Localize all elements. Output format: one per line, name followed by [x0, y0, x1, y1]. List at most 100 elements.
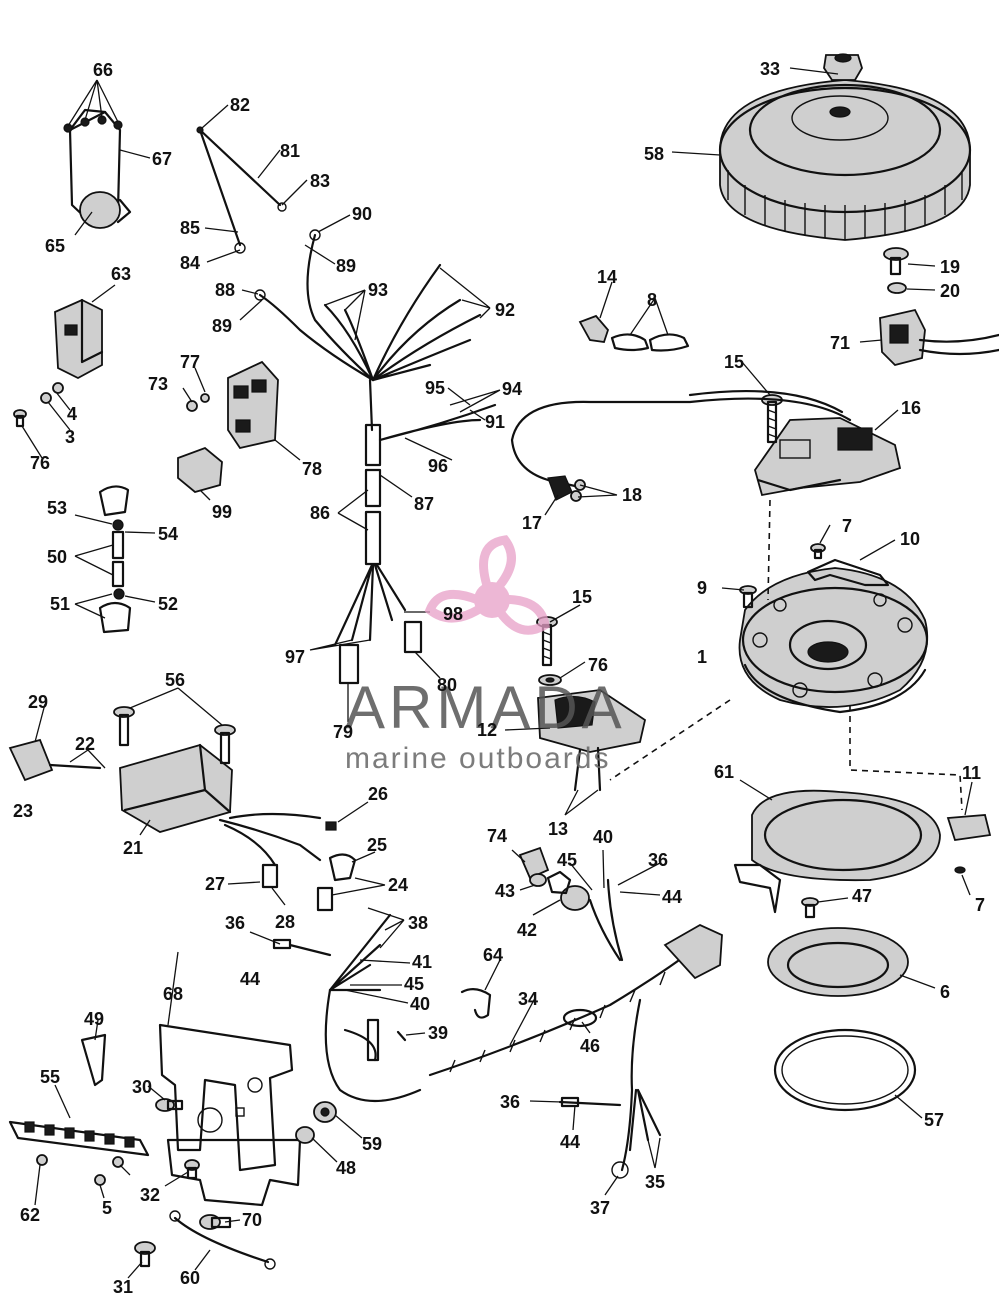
label-20: 20	[940, 281, 960, 301]
label-66: 66	[93, 60, 113, 80]
wiring-harness	[254, 229, 497, 685]
label-65: 65	[45, 236, 65, 256]
label-43: 43	[495, 881, 515, 901]
grommet-42	[546, 870, 590, 911]
connector-17	[547, 475, 586, 502]
bracket-49	[80, 1033, 107, 1087]
label-58: 58	[644, 144, 664, 164]
boot-51	[98, 601, 132, 634]
washer-75	[112, 1156, 124, 1168]
label-11: 11	[962, 763, 981, 783]
screw-56a	[113, 706, 135, 747]
label-46: 46	[580, 1036, 600, 1056]
label-71: 71	[830, 333, 850, 353]
label-87: 87	[414, 494, 434, 514]
label-59: 59	[362, 1134, 382, 1154]
label-78: 78	[302, 459, 322, 479]
terminal-block	[227, 360, 279, 450]
label-61: 61	[714, 762, 734, 782]
screw-31	[134, 1241, 156, 1268]
ignition-coil	[119, 743, 233, 833]
flywheel	[718, 79, 972, 241]
label-36-right: 36	[648, 850, 668, 870]
label-62: 62	[20, 1205, 40, 1225]
retainer-10	[806, 558, 890, 587]
label-7-top: 7	[842, 516, 852, 536]
label-28: 28	[275, 912, 295, 932]
label-47: 47	[852, 886, 872, 906]
label-80: 80	[437, 675, 457, 695]
screw-70	[199, 1214, 232, 1230]
spring-54	[112, 519, 124, 531]
nut-77	[200, 393, 210, 403]
label-94: 94	[502, 379, 522, 399]
screw-47	[801, 897, 819, 919]
sleeve-8	[610, 333, 690, 352]
label-70: 70	[242, 1210, 262, 1230]
label-19: 19	[940, 257, 960, 277]
screw-30	[155, 1098, 184, 1112]
spring-52	[113, 588, 125, 600]
label-32: 32	[140, 1185, 160, 1205]
solenoid	[63, 108, 132, 229]
label-88: 88	[215, 280, 235, 300]
label-4: 4	[67, 404, 77, 424]
label-15-top: 15	[724, 352, 744, 372]
label-48: 48	[336, 1158, 356, 1178]
part-labels: 66 67 65 82 81 83 85 84 90 89 88 89 93 9…	[13, 59, 985, 1297]
label-16: 16	[901, 398, 921, 418]
label-84: 84	[180, 253, 200, 273]
label-37: 37	[590, 1198, 610, 1218]
timer-base	[738, 567, 929, 714]
label-8: 8	[647, 290, 657, 310]
grommet-59	[313, 1101, 337, 1123]
spacer-50b	[111, 560, 125, 588]
sensor-71	[879, 308, 999, 367]
label-44-left: 44	[240, 969, 260, 989]
label-55: 55	[40, 1067, 60, 1087]
screw-5	[94, 1174, 106, 1186]
label-63: 63	[111, 264, 131, 284]
label-36-left: 36	[225, 913, 245, 933]
plate-6	[767, 927, 909, 997]
label-36-bottom: 36	[500, 1092, 520, 1112]
label-74: 74	[487, 826, 507, 846]
screw-32	[184, 1159, 200, 1180]
label-22: 22	[75, 734, 95, 754]
ring-61	[733, 789, 941, 914]
label-56: 56	[165, 670, 185, 690]
label-17: 17	[522, 513, 542, 533]
label-90: 90	[352, 204, 372, 224]
label-49: 49	[84, 1009, 104, 1029]
screw-76-left	[13, 409, 27, 428]
flywheel-nut	[823, 53, 863, 81]
washer-20	[887, 282, 907, 294]
label-41: 41	[412, 952, 432, 972]
label-40-left: 40	[410, 994, 430, 1014]
lockwasher-4	[52, 382, 64, 394]
label-21: 21	[123, 838, 143, 858]
label-27: 27	[205, 874, 225, 894]
label-79: 79	[333, 722, 353, 742]
washer-3	[40, 392, 52, 404]
label-30: 30	[132, 1077, 152, 1097]
watermark-brand: ARMADA	[345, 674, 626, 741]
plug-43	[529, 873, 547, 887]
pin-39	[396, 1030, 407, 1042]
label-57: 57	[924, 1110, 944, 1130]
label-95: 95	[425, 378, 445, 398]
label-12: 12	[477, 720, 497, 740]
label-96: 96	[428, 456, 448, 476]
label-89: 89	[212, 316, 232, 336]
label-82: 82	[230, 95, 250, 115]
label-7-right: 7	[975, 895, 985, 915]
watermark-logo	[424, 535, 550, 635]
label-15-mid: 15	[572, 587, 592, 607]
label-39: 39	[428, 1023, 448, 1043]
label-92: 92	[495, 300, 515, 320]
label-45-left: 45	[404, 974, 424, 994]
label-76-mid: 76	[588, 655, 608, 675]
label-83: 83	[310, 171, 330, 191]
cap-74	[518, 846, 550, 880]
